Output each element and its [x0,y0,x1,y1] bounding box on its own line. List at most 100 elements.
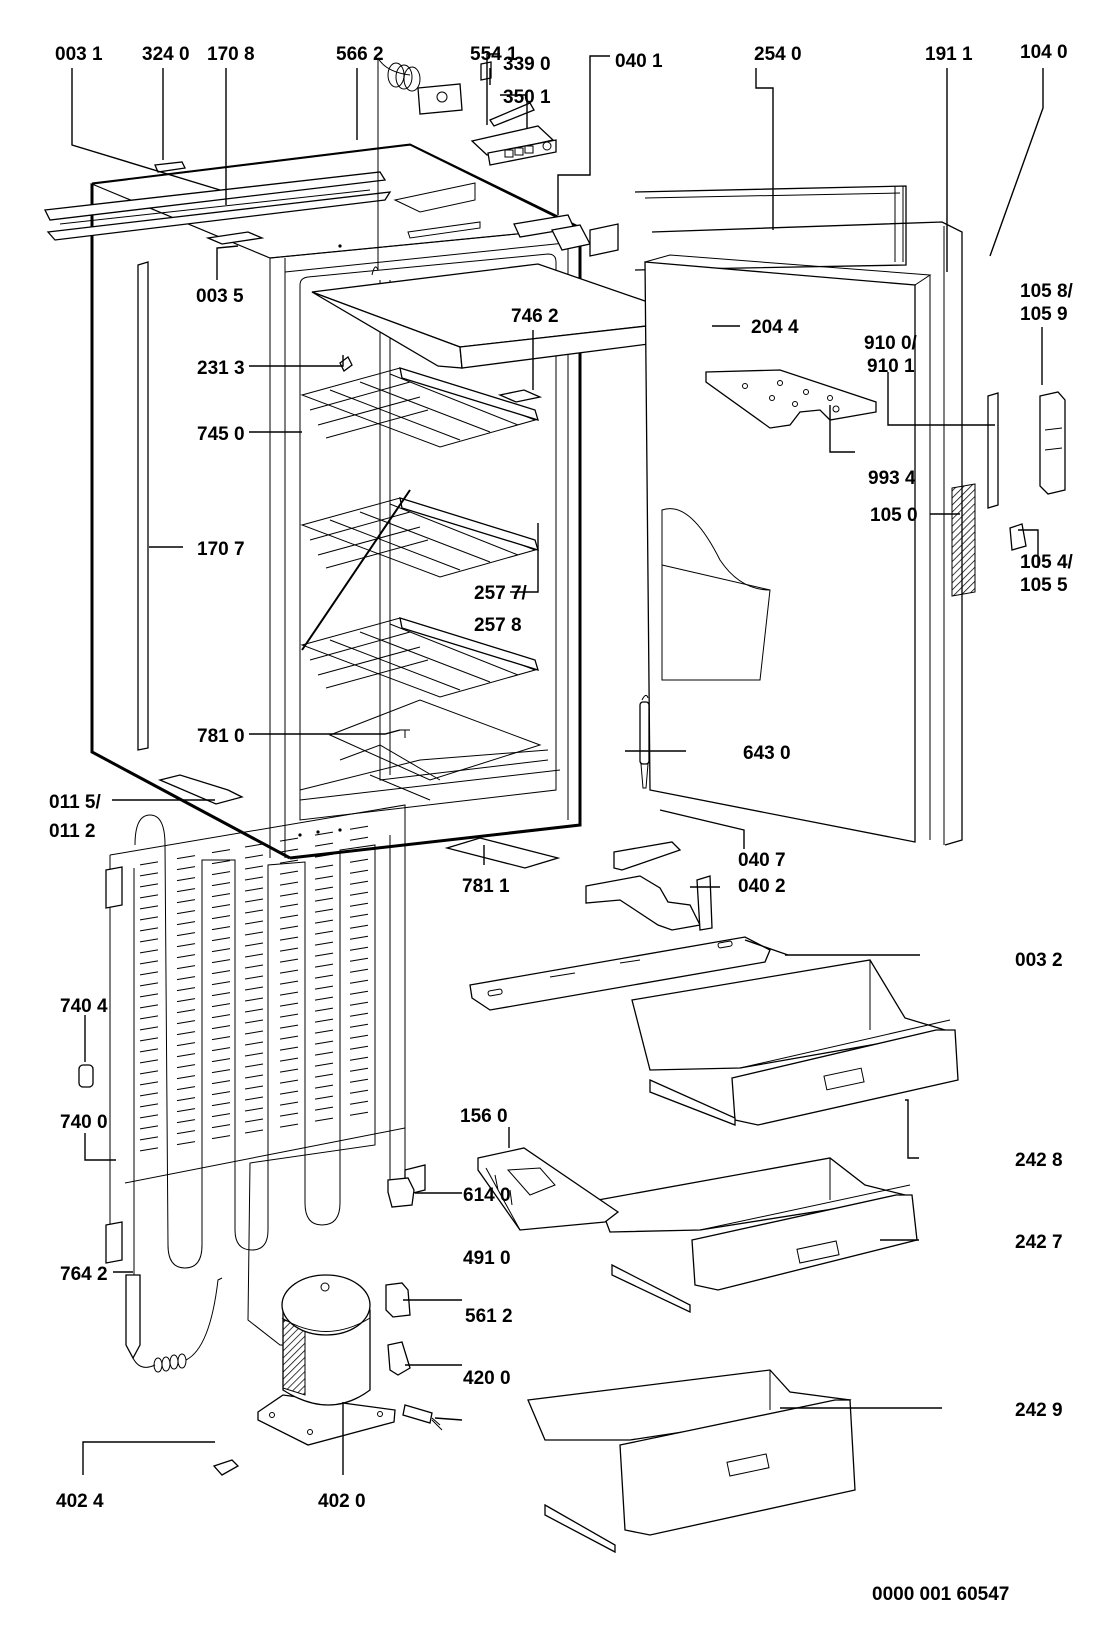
callout-040-2: 040 2 [738,876,786,897]
condenser-fin [244,942,264,947]
condenser-fin [211,893,231,898]
condenser-fin [314,1095,334,1100]
callout-420-0: 420 0 [463,1368,511,1389]
condenser-fin [176,1053,196,1058]
part-339-0 [489,102,535,127]
condenser-fin [279,991,299,996]
condenser-fin [349,858,369,863]
condenser-fin [349,836,369,841]
handle-105-0 [951,483,976,597]
callout-170-8: 170 8 [207,44,255,65]
callout-781-1: 781 1 [462,876,510,897]
callout-011-2: 011 2 [49,821,96,842]
condenser-fin [244,1096,264,1101]
overload-561-2 [387,1341,411,1376]
callout-491-0: 491 0 [463,1248,511,1269]
callout-105-5: 105 5 [1020,575,1068,596]
callout-554-1: 554 1 [470,44,518,65]
callout-105-8: 105 8/ [1020,281,1074,302]
drawer-242-8 [631,959,959,1126]
condenser-fin [314,853,334,858]
condenser-fin [279,1046,299,1051]
condenser-fin [176,965,196,970]
condenser-fin [279,925,299,930]
condenser-fin [244,1074,264,1079]
condenser-fin [176,910,196,915]
condenser-fin [314,985,334,990]
condenser-fin [244,1052,264,1057]
callout-011-5: 011 5/ [49,792,101,813]
condenser-fin [176,899,196,904]
condenser-fin [349,880,369,885]
condenser-fin [314,974,334,979]
condenser-fin [314,1018,334,1023]
hinge-bottom-040-2 [585,875,713,931]
part-003-5 [205,231,265,245]
callout-labels: 003 1 324 0 170 8 566 2 554 1 339 0 350 … [49,42,1074,1605]
condenser-fin [139,1103,159,1108]
condenser-fin [349,1045,369,1050]
condenser-fin [279,1123,299,1128]
condenser-fin [349,990,369,995]
condenser-fin [244,876,264,881]
condenser-fin [349,1034,369,1039]
condenser-fin [314,1051,334,1056]
condenser-fin [211,1091,231,1096]
condenser-fin [176,888,196,893]
condenser-fin [244,986,264,991]
callout-040-7: 040 7 [738,850,786,871]
condenser-fin [211,1036,231,1041]
callout-003-5: 003 5 [196,286,244,307]
condenser-fin [211,981,231,986]
condenser-fin [349,924,369,929]
cabinet-body [89,143,582,860]
condenser-fin [176,1042,196,1047]
hinge-top-040-1 [513,214,619,257]
condenser-fin [314,996,334,1001]
condenser-fin [211,970,231,975]
condenser-fin [244,843,264,848]
callout-910-0: 910 0/ [864,333,918,354]
condenser-fin [279,1112,299,1117]
condenser-fin [176,877,196,882]
condenser-fin [176,921,196,926]
condenser-fin [314,1040,334,1045]
condenser-fin [244,1107,264,1112]
condenser-fin [279,1068,299,1073]
egg-tray-993-4 [705,369,877,429]
condenser-fin [139,1070,159,1075]
part-324-0 [154,161,186,173]
condenser-fin [349,957,369,962]
condenser-fin [244,964,264,969]
callout-402-0: 402 0 [318,1491,366,1512]
callout-746-2: 746 2 [511,306,559,327]
callout-764-2: 764 2 [60,1264,108,1285]
condenser-fin [176,1086,196,1091]
condenser-fin [211,849,231,854]
condenser-fin [349,1078,369,1083]
condenser-fin [139,905,159,910]
condenser-fin [211,1069,231,1074]
condenser-fin [314,941,334,946]
condenser-fin [244,1118,264,1123]
condenser-fin [211,882,231,887]
condenser-fin [139,1026,159,1031]
condenser-fin [139,1136,159,1141]
callout-191-1: 191 1 [925,44,973,65]
condenser-fin [139,1015,159,1020]
condenser-fin [139,971,159,976]
condenser-fin [279,980,299,985]
callout-257-7: 257 7/ [474,583,528,604]
callout-910-1: 910 1 [867,356,915,377]
condenser-fin [211,926,231,931]
condenser-fin [349,1001,369,1006]
callout-254-0: 254 0 [754,44,802,65]
part-740-4 [78,1064,94,1088]
thermostat-566-2 [371,57,463,276]
callout-643-0: 643 0 [743,743,791,764]
condenser-fin [176,866,196,871]
callout-242-7: 242 7 [1015,1232,1063,1253]
condenser-fin [279,892,299,897]
condenser-fin [211,1014,231,1019]
condenser-fin [314,1106,334,1111]
